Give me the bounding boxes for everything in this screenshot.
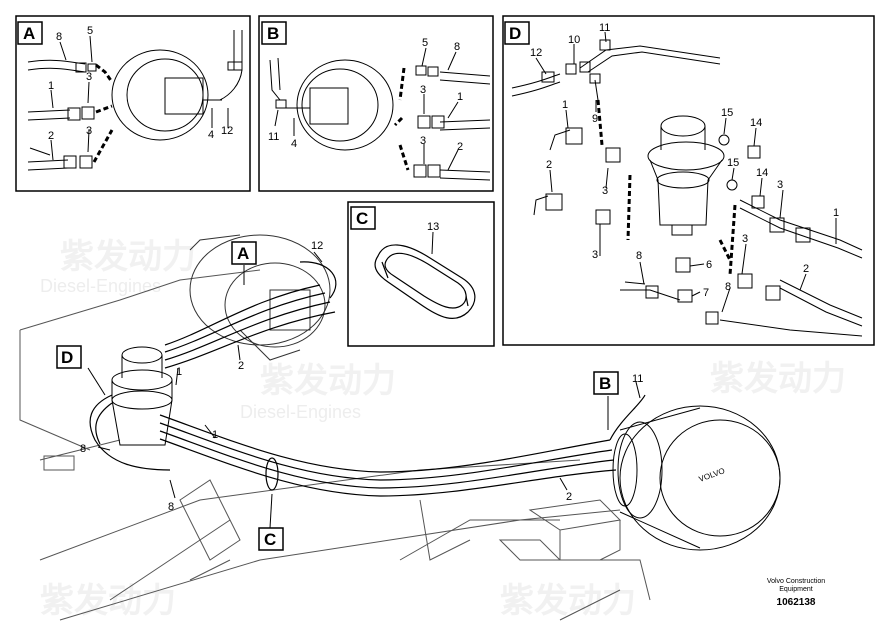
- document-number: 1062138: [776, 597, 816, 608]
- caption-line: Equipment: [779, 586, 813, 593]
- detail-marker-label: D: [61, 348, 73, 367]
- callout-number: 14: [750, 117, 762, 129]
- callout-number: 3: [602, 185, 608, 197]
- callout-number: 2: [546, 159, 552, 171]
- detail-marker-b: B: [593, 371, 619, 395]
- callout-number: 12: [530, 47, 542, 59]
- callout-number: 1: [176, 366, 182, 378]
- callout-number: 14: [756, 167, 768, 179]
- hose-clamp: [374, 244, 476, 320]
- swivel-joint: [111, 346, 173, 446]
- detail-label: B: [267, 24, 279, 43]
- detail-a: A 8 5 3 1 3 2 4 12: [15, 15, 251, 192]
- detail-marker-label: A: [237, 244, 249, 263]
- callout-number: 1: [48, 80, 54, 92]
- callout-number: 3: [777, 179, 783, 191]
- callout-number: 2: [457, 141, 463, 153]
- detail-marker-c: C: [258, 527, 284, 551]
- detail-d: D: [502, 15, 875, 346]
- callout-number: 8: [80, 443, 86, 455]
- callout-number: 2: [803, 263, 809, 275]
- detail-c: C 13: [347, 201, 495, 347]
- callout-number: 5: [422, 37, 428, 49]
- detail-marker-a: A: [231, 241, 257, 265]
- callout-number: 12: [311, 240, 323, 252]
- detail-marker-d: D: [56, 345, 82, 369]
- detail-b: B 5 8 3 1 11 4 3 2: [258, 15, 494, 192]
- callout-number: 7: [703, 287, 709, 299]
- detail-label: D: [509, 24, 521, 43]
- callout-number: 3: [86, 125, 92, 137]
- detail-label: C: [356, 209, 368, 228]
- callout-number: 2: [48, 130, 54, 142]
- watermark-brand: 紫发动力: [260, 362, 396, 400]
- callout-number: 3: [420, 84, 426, 96]
- publisher-caption: Volvo Construction Equipment: [736, 578, 856, 594]
- callout-number: 3: [742, 233, 748, 245]
- callout-number: 10: [568, 34, 580, 46]
- callout-number: 1: [212, 429, 218, 441]
- callout-number: 8: [56, 31, 62, 43]
- callout-number: 13: [427, 221, 439, 233]
- callout-number: 4: [291, 138, 297, 150]
- callout-number: 15: [727, 157, 739, 169]
- watermark-sub: Diesel-Engines: [240, 402, 361, 422]
- callout-number: 12: [221, 125, 233, 137]
- watermark-brand: 紫发动力: [500, 582, 636, 620]
- callout-number: 2: [566, 491, 572, 503]
- callout-number: 11: [268, 131, 279, 143]
- callout-number: 1: [562, 99, 568, 111]
- callout-number: 8: [636, 250, 642, 262]
- watermark-sub: Diesel-Engines: [40, 276, 161, 296]
- callout-number: 5: [87, 25, 93, 37]
- callout-number: 9: [592, 113, 598, 125]
- callout-number: 2: [238, 360, 244, 372]
- callout-number: 4: [208, 129, 214, 141]
- motor-brand-label: VOLVO: [698, 466, 726, 484]
- front-travel-motor: VOLVO: [612, 405, 781, 551]
- callout-number: 3: [592, 249, 598, 261]
- callout-number: 8: [725, 281, 731, 293]
- callout-number: 1: [833, 207, 839, 219]
- main-view: VOLVO: [19, 234, 781, 621]
- callout-number: 11: [632, 373, 643, 385]
- callout-number: 8: [168, 501, 174, 513]
- watermark-brand: 紫发动力: [710, 360, 846, 398]
- callout-number: 8: [454, 41, 460, 53]
- callout-number: 6: [706, 259, 712, 271]
- callout-number: 11: [599, 22, 610, 34]
- callout-number: 15: [721, 107, 733, 119]
- hose-bundle: [89, 261, 646, 497]
- main-callouts: 12 1 2 1 8 8 11 2: [80, 240, 643, 513]
- detail-marker-label: C: [264, 530, 276, 549]
- caption-line: Volvo Construction: [766, 578, 826, 585]
- watermark-brand: 紫发动力: [40, 582, 176, 620]
- watermark-brand: 紫发动力: [60, 238, 196, 276]
- detail-label: A: [23, 24, 35, 43]
- callout-number: 3: [86, 71, 92, 83]
- detail-marker-label: B: [599, 374, 611, 393]
- callout-number: 1: [457, 91, 463, 103]
- callout-number: 3: [420, 135, 426, 147]
